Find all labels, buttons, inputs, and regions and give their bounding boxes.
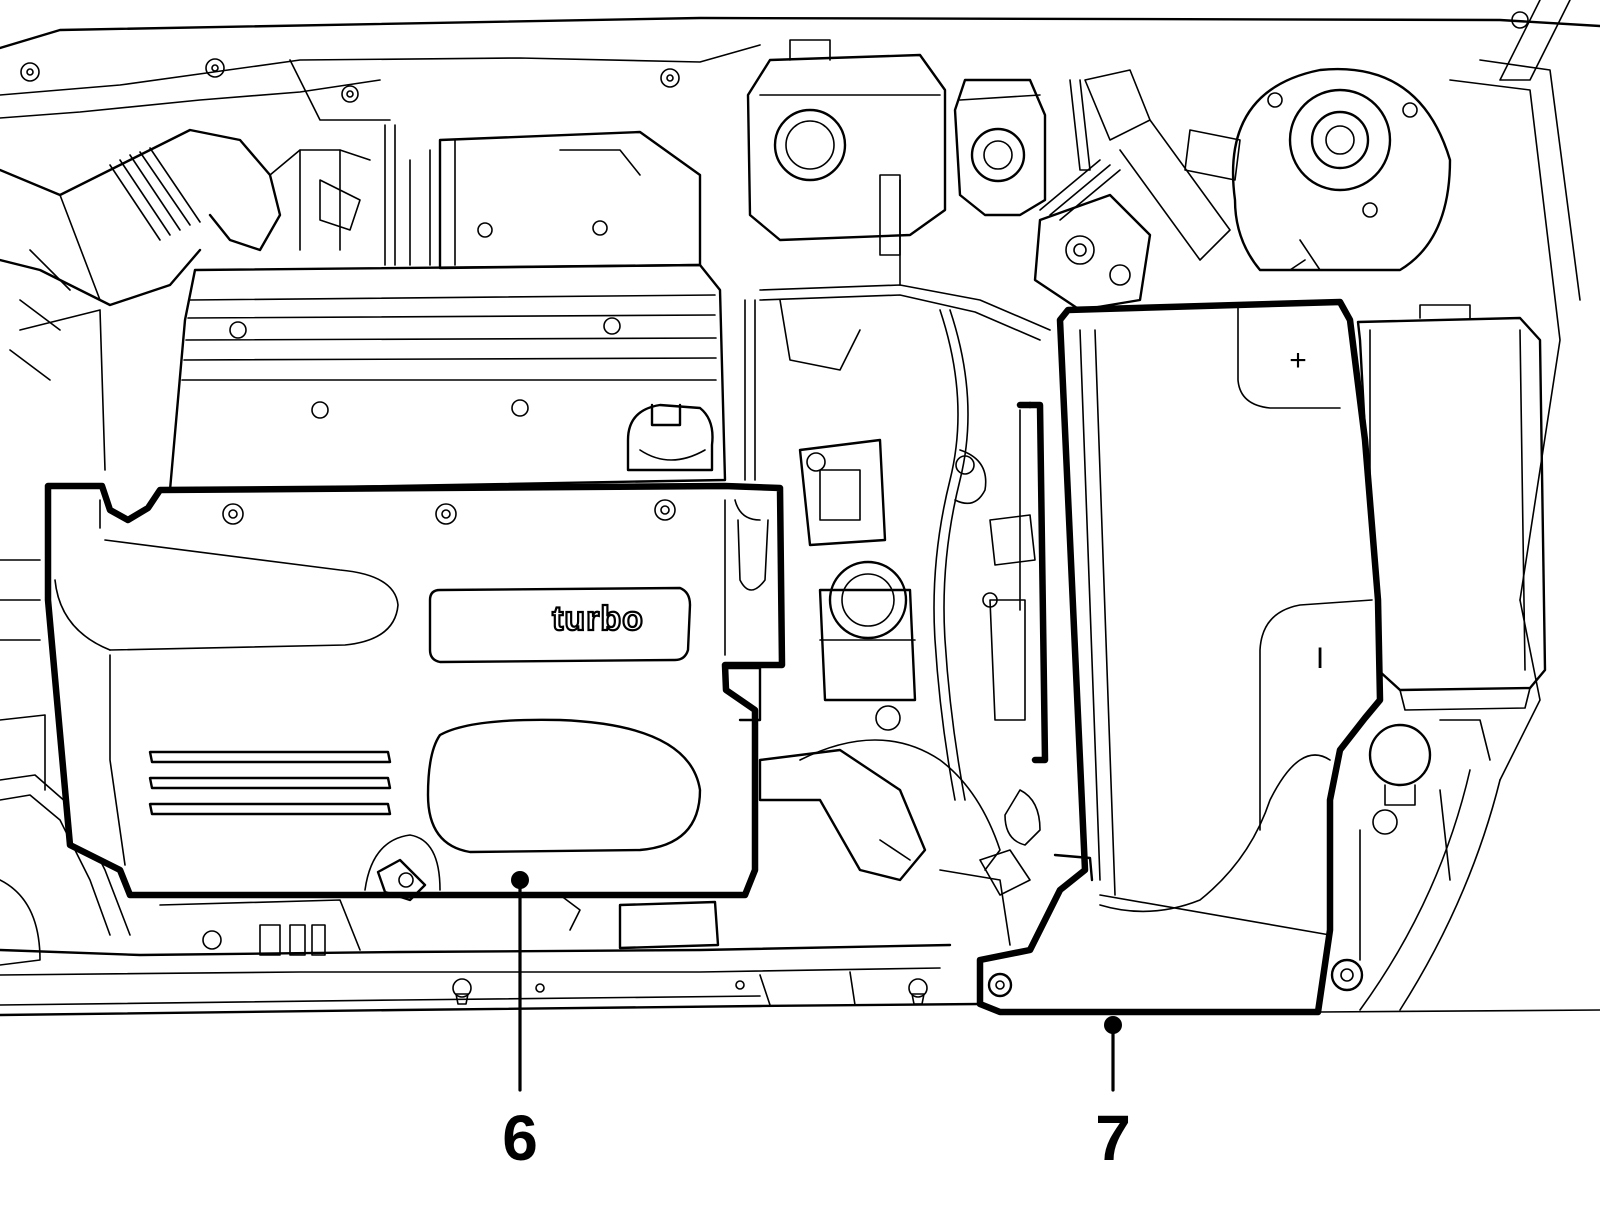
engine-cover: turbo [44,482,786,902]
battery-cover: + I [976,298,1384,1016]
callout-6: 6 [502,871,538,1174]
coolant-tank [746,39,947,256]
right-lower-bracket [1359,719,1501,1011]
upper-body-panel [0,0,1600,121]
battery-positive-mark: + [1289,344,1307,377]
callout-7: 7 [1095,1016,1131,1174]
front-crossmember [0,869,1600,1017]
callout-7-label: 7 [1095,1102,1131,1174]
strut-tower [1231,59,1581,781]
center-components [744,179,1051,896]
intake-hose [0,128,371,381]
abs-unit [1033,69,1241,312]
valve-cover [168,124,727,492]
cover-logo-text: turbo [552,600,644,638]
battery-negative-mark: I [1316,642,1324,675]
brake-reservoir [953,78,1047,217]
fuse-box [1356,304,1547,711]
callout-6-label: 6 [502,1102,538,1174]
